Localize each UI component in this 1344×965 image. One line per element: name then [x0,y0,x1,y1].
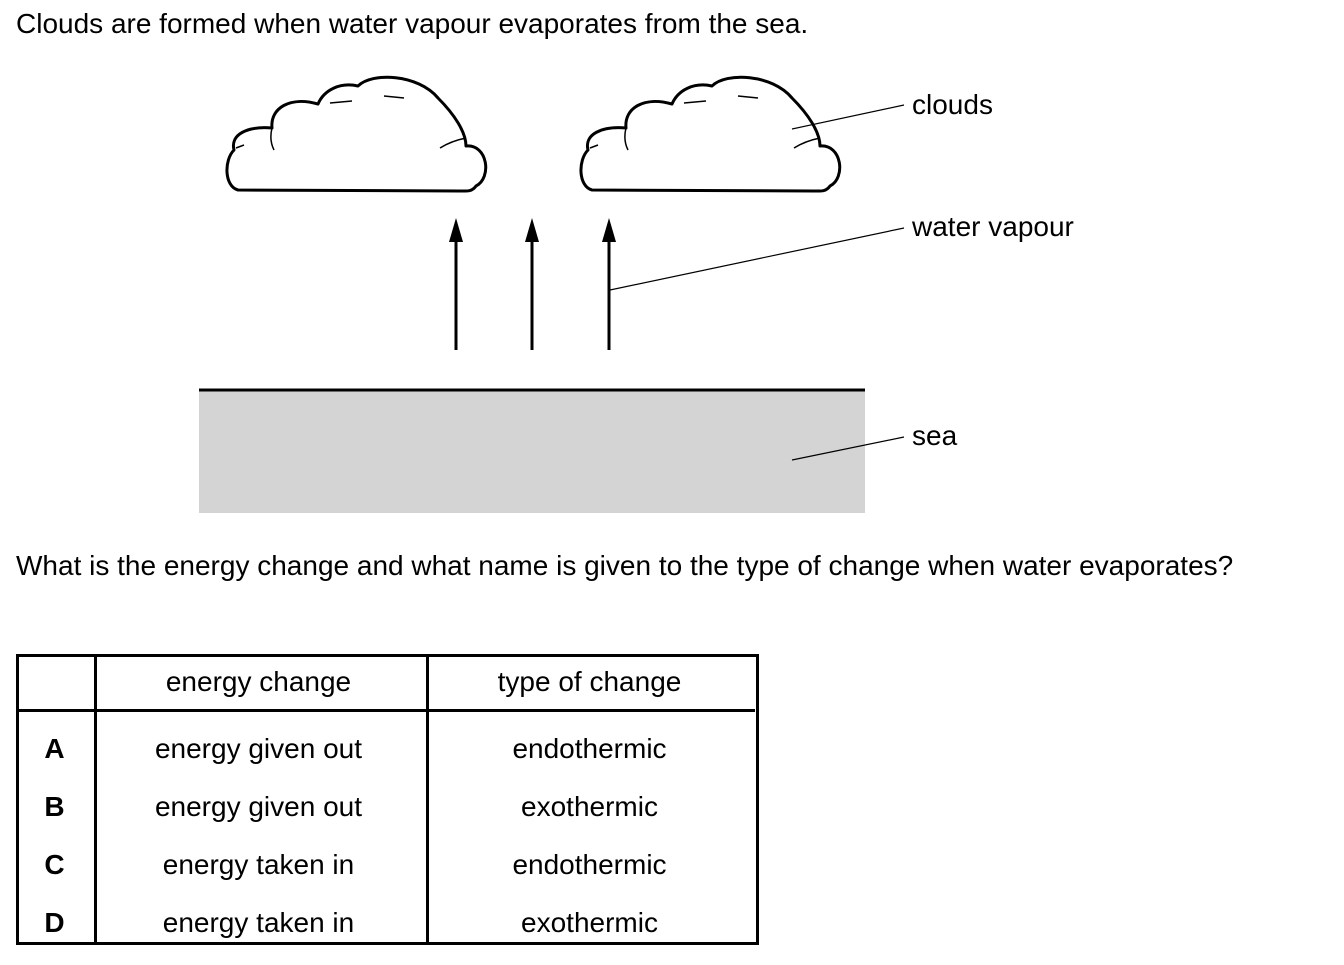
option-letter: D [44,907,65,938]
vapour-arrows [449,218,616,350]
type-of-change-cell: endothermic [512,849,667,880]
option-letter: C [44,849,65,880]
table-header-row: energy change type of change [16,654,755,712]
intro-text: Clouds are formed when water vapour evap… [16,8,809,39]
header-letter [16,654,93,712]
table-row: C energy taken in endothermic [16,836,755,894]
water-vapour-label: water vapour [911,211,1074,242]
header-energy-change: energy change [93,654,424,712]
option-letter: B [44,791,65,822]
header-type-of-change: type of change [424,654,755,712]
table-row: D energy taken in exothermic [16,894,755,952]
energy-change-cell: energy taken in [162,907,355,938]
energy-change-cell: energy taken in [162,849,355,880]
sea-label: sea [912,420,958,451]
type-of-change-cell: exothermic [521,907,658,938]
type-of-change-cell: exothermic [521,791,658,822]
sea-leader [791,436,905,461]
table-row: A energy given out endothermic [16,711,755,779]
evaporation-diagram: clouds water vapour sea [199,75,1074,513]
sea-block [199,390,865,513]
energy-change-cell: energy given out [154,791,363,822]
type-of-change-cell: endothermic [512,733,667,764]
energy-change-cell: energy given out [154,733,363,764]
option-letter: A [44,733,65,764]
table-row: B energy given out exothermic [16,778,755,836]
left-cloud [225,75,488,193]
question-text: What is the energy change and what name … [16,550,1234,581]
answer-table: energy change type of change A energy gi… [16,654,755,952]
clouds-leader [791,104,905,130]
water-vapour-leader [609,227,905,291]
right-cloud [579,75,842,193]
clouds-label: clouds [912,89,993,120]
